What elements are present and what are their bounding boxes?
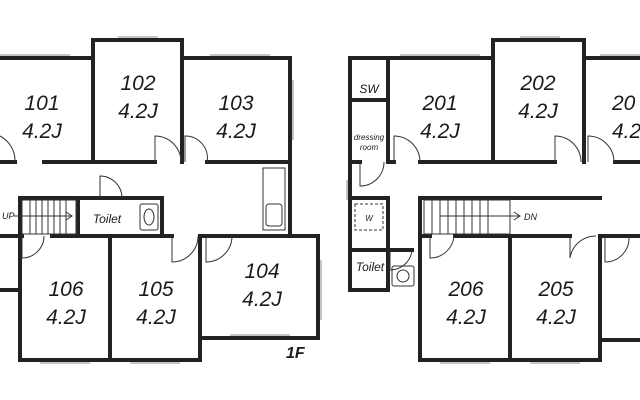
room-202-area: 4.2J xyxy=(518,100,558,123)
room-203-area: 4.2 xyxy=(612,120,640,143)
room-102-area: 4.2J xyxy=(118,100,158,123)
floor-1f-label: 1F xyxy=(286,345,306,362)
first-floor-stairs xyxy=(21,199,77,235)
dressing-room-label-line2: room xyxy=(360,143,379,152)
toilet-2f-label: Toilet xyxy=(356,260,385,274)
toilet-1f-label: Toilet xyxy=(93,212,122,226)
up-label: UP xyxy=(2,211,15,221)
room-104-area: 4.2J xyxy=(242,288,282,311)
first-floor-windows xyxy=(0,36,322,364)
room-104-number: 104 xyxy=(244,260,279,283)
room-105-number: 105 xyxy=(138,278,173,301)
sw-label: SW xyxy=(359,82,380,96)
dn-label: DN xyxy=(524,212,537,222)
room-101-number: 101 xyxy=(24,92,59,115)
room-102: 102 4.2J xyxy=(118,72,158,123)
room-106-number: 106 xyxy=(48,278,83,301)
room-202: 202 4.2J xyxy=(518,72,558,123)
room-203-number: 20 xyxy=(611,92,636,115)
second-floor-windows xyxy=(346,36,640,364)
room-201-area: 4.2J xyxy=(420,120,460,143)
room-103: 103 4.2J xyxy=(216,92,256,143)
room-206-number: 206 xyxy=(447,278,483,301)
first-floor-doors xyxy=(0,135,233,263)
room-104: 104 4.2J xyxy=(242,260,282,311)
room-206: 206 4.2J xyxy=(446,278,486,329)
room-201-number: 201 xyxy=(421,92,457,115)
room-205-area: 4.2J xyxy=(536,306,576,329)
room-105: 105 4.2J xyxy=(136,278,176,329)
room-205-number: 205 xyxy=(537,278,573,301)
first-floor-fixtures xyxy=(139,167,286,231)
room-106: 106 4.2J xyxy=(46,278,86,329)
second-floor-doors xyxy=(359,135,630,271)
room-101-area: 4.2J xyxy=(22,120,62,143)
room-206-area: 4.2J xyxy=(446,306,486,329)
room-103-number: 103 xyxy=(218,92,253,115)
second-floor-stairs xyxy=(423,199,521,235)
room-101: 101 4.2J xyxy=(22,92,62,143)
room-203: 20 4.2 xyxy=(611,92,640,143)
room-105-area: 4.2J xyxy=(136,306,176,329)
second-floor-walls xyxy=(348,38,640,362)
first-floor-walls xyxy=(0,38,320,362)
room-102-number: 102 xyxy=(120,72,155,95)
room-201: 201 4.2J xyxy=(420,92,460,143)
room-106-area: 4.2J xyxy=(46,306,86,329)
second-floor-fixtures xyxy=(354,203,415,287)
washer-label: W xyxy=(365,214,374,223)
room-103-area: 4.2J xyxy=(216,120,256,143)
room-202-number: 202 xyxy=(519,72,555,95)
room-205: 205 4.2J xyxy=(536,278,576,329)
dressing-room-label-line1: dressing xyxy=(354,133,385,142)
